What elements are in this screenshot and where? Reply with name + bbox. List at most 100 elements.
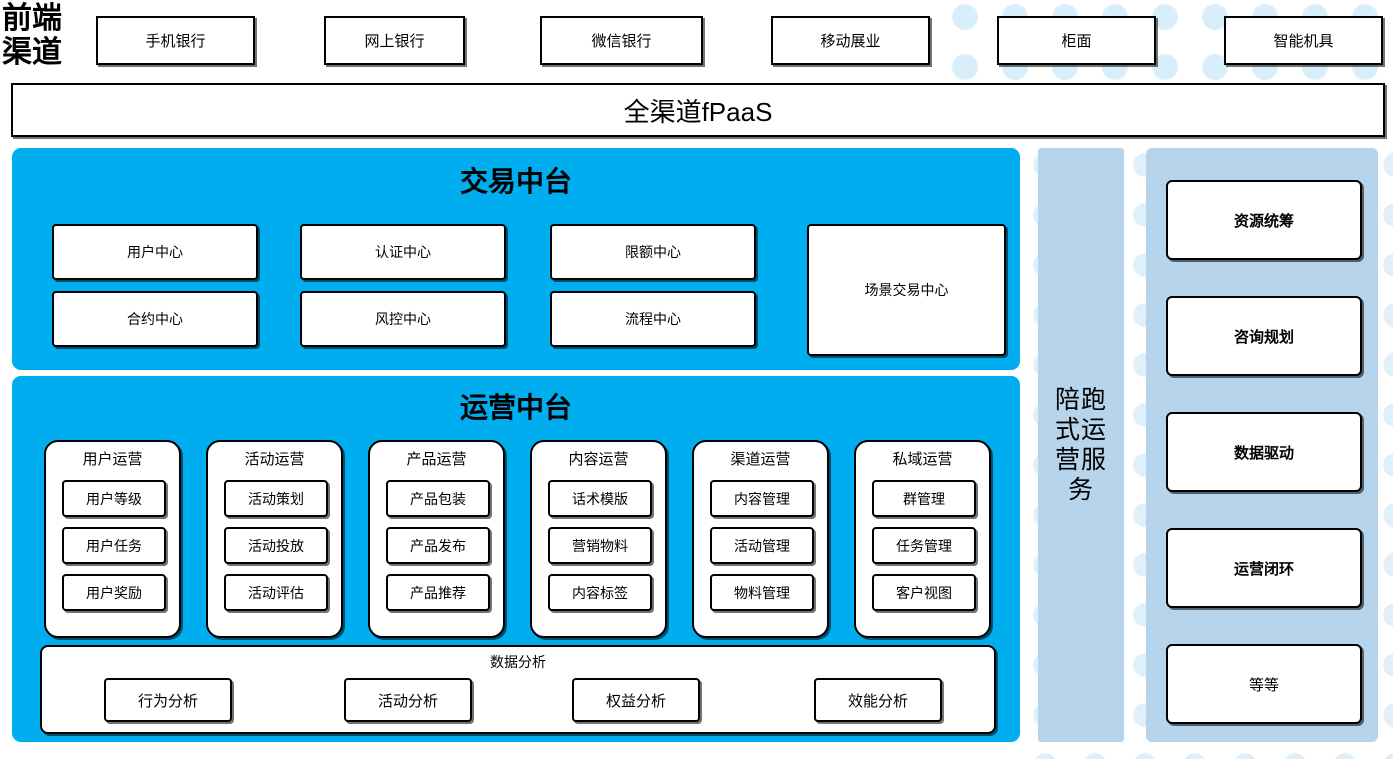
ops-group-item-label: 任务管理 [896,537,952,554]
ops-group-item[interactable]: 营销物料 [548,527,652,564]
channel-box-label: 手机银行 [145,33,206,50]
data-analysis-item[interactable]: 效能分析 [814,678,942,722]
accompanying-service-label: 陪跑式运营服务 [1054,386,1107,504]
capability-box-label: 咨询规划 [1233,328,1294,346]
capability-box[interactable]: 咨询规划 [1166,296,1362,376]
ops-group-item-label: 活动投放 [248,537,304,554]
ops-group-item-label: 群管理 [903,490,945,507]
trade-center-label: 场景交易中心 [864,282,949,298]
fpaas-label: 全渠道fPaaS [623,96,773,127]
capability-box-label: 等等 [1248,676,1279,694]
ops-group-item[interactable]: 产品发布 [386,527,490,564]
trade-center-box[interactable]: 认证中心 [300,224,506,280]
ops-group-item-label: 话术模版 [572,490,628,507]
ops-group-item[interactable]: 用户等级 [62,480,166,517]
data-analysis-item[interactable]: 行为分析 [104,678,232,722]
ops-group-card: 活动运营活动策划活动投放活动评估 [206,440,343,638]
ops-group-item-label: 活动评估 [248,584,304,601]
ops-group-item[interactable]: 客户视图 [872,574,976,611]
ops-group-item[interactable]: 话术模版 [548,480,652,517]
trade-center-label: 认证中心 [375,244,431,260]
ops-group-item-label: 内容管理 [734,490,790,507]
trade-center-label: 风控中心 [375,311,431,327]
capability-box[interactable]: 运营闭环 [1166,528,1362,608]
ops-group-item-label: 用户任务 [86,537,142,554]
channel-box[interactable]: 移动展业 [771,16,930,65]
ops-group-item-label: 营销物料 [572,537,628,554]
ops-group-card: 用户运营用户等级用户任务用户奖励 [44,440,181,638]
trade-platform-title: 交易中台 [459,166,572,197]
ops-group-item[interactable]: 产品推荐 [386,574,490,611]
ops-group-item[interactable]: 活动评估 [224,574,328,611]
ops-group-item[interactable]: 产品包装 [386,480,490,517]
ops-group-item[interactable]: 活动投放 [224,527,328,564]
data-analysis-item-label: 活动分析 [377,692,438,710]
ops-group-item-label: 物料管理 [734,584,790,601]
trade-center-label: 流程中心 [625,311,681,327]
capability-box[interactable]: 数据驱动 [1166,412,1362,492]
channel-box-label: 柜面 [1061,33,1092,50]
ops-group-item-label: 活动管理 [734,537,790,554]
front-channel-label: 前端渠道 [2,2,62,69]
ops-group-title: 活动运营 [244,451,305,468]
ops-group-item-label: 产品推荐 [410,584,466,601]
ops-group-card: 私域运营群管理任务管理客户视图 [854,440,991,638]
ops-group-title: 渠道运营 [730,451,791,468]
trade-center-label: 用户中心 [127,244,183,260]
capability-box-label: 运营闭环 [1233,560,1294,578]
ops-group-item[interactable]: 内容标签 [548,574,652,611]
ops-group-item-label: 活动策划 [248,490,304,507]
trade-center-box[interactable]: 合约中心 [52,291,258,347]
channel-box[interactable]: 智能机具 [1224,16,1383,65]
ops-group-item[interactable]: 活动管理 [710,527,814,564]
trade-center-box[interactable]: 限额中心 [550,224,756,280]
trade-center-box[interactable]: 风控中心 [300,291,506,347]
data-analysis-title: 数据分析 [490,654,546,670]
channel-box-label: 微信银行 [591,33,652,50]
channel-box[interactable]: 网上银行 [324,16,465,65]
channel-box[interactable]: 微信银行 [540,16,703,65]
trade-platform-panel: 交易中台 用户中心 认证中心 限额中心合约中心 风控中心 流程中心 场景交易中心 [12,148,1020,370]
capability-box[interactable]: 资源统筹 [1166,180,1362,260]
channel-box[interactable]: 手机银行 [96,16,255,65]
ops-group-item[interactable]: 物料管理 [710,574,814,611]
ops-group-item-label: 内容标签 [572,584,628,601]
accompanying-service-column: 陪跑式运营服务 [1038,148,1124,742]
ops-group-item[interactable]: 用户任务 [62,527,166,564]
trade-center-box[interactable]: 场景交易中心 [807,224,1006,356]
channel-box-label: 智能机具 [1273,33,1334,50]
trade-center-box[interactable]: 流程中心 [550,291,756,347]
ops-group-item-label: 客户视图 [896,584,952,601]
channel-box-label: 网上银行 [364,33,425,50]
ops-group-item[interactable]: 任务管理 [872,527,976,564]
ops-group-item[interactable]: 活动策划 [224,480,328,517]
ops-group-item-label: 用户奖励 [86,584,142,601]
ops-group-card: 产品运营产品包装产品发布产品推荐 [368,440,505,638]
trade-center-label: 合约中心 [127,311,183,327]
ops-group-title: 用户运营 [82,451,143,468]
ops-group-item[interactable]: 用户奖励 [62,574,166,611]
capability-box-label: 资源统筹 [1233,212,1294,230]
ops-platform-title: 运营中台 [459,392,572,423]
ops-group-item[interactable]: 内容管理 [710,480,814,517]
ops-group-item-label: 用户等级 [86,490,142,507]
data-analysis-item-label: 行为分析 [137,692,198,710]
data-analysis-item-label: 权益分析 [605,692,666,710]
trade-center-label: 限额中心 [625,244,681,260]
channel-box[interactable]: 柜面 [997,16,1156,65]
ops-group-card: 内容运营话术模版营销物料内容标签 [530,440,667,638]
ops-group-item[interactable]: 群管理 [872,480,976,517]
capability-box[interactable]: 等等 [1166,644,1362,724]
ops-group-card: 渠道运营内容管理活动管理物料管理 [692,440,829,638]
channel-box-label: 移动展业 [820,33,881,50]
ops-group-title: 内容运营 [568,451,629,468]
ops-group-title: 私域运营 [892,451,953,468]
fpaas-bar[interactable]: 全渠道fPaaS [11,83,1385,137]
data-analysis-item[interactable]: 活动分析 [344,678,472,722]
trade-center-box[interactable]: 用户中心 [52,224,258,280]
capability-panel: 资源统筹咨询规划数据驱动运营闭环等等 [1146,148,1378,742]
data-analysis-item[interactable]: 权益分析 [572,678,700,722]
ops-group-title: 产品运营 [406,451,467,468]
capability-box-label: 数据驱动 [1233,444,1294,462]
